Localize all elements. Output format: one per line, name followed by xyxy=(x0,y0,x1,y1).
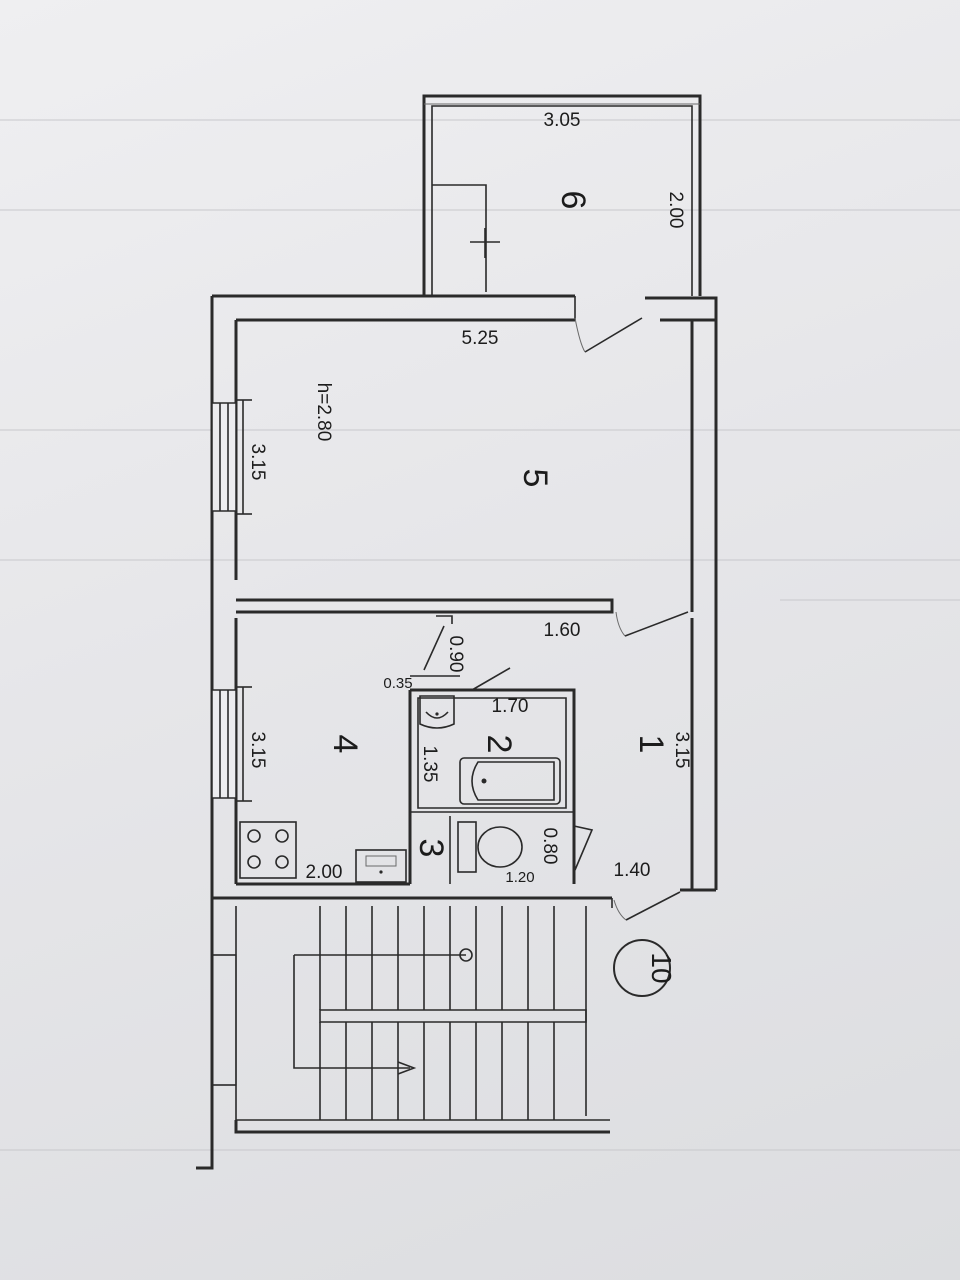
kitchen-number: 4 xyxy=(326,735,364,754)
hallway-length-label: 3.15 xyxy=(671,732,692,769)
kitchen-width-label: 3.15 xyxy=(247,732,268,769)
living-room-window xyxy=(211,399,252,515)
niche-depth-label: 0.35 xyxy=(383,675,412,692)
bathroom-number: 2 xyxy=(480,735,518,754)
kitchen-window xyxy=(211,686,252,802)
bathroom-sink xyxy=(419,695,455,729)
bathroom-length-label: 1.70 xyxy=(492,696,529,717)
balcony-depth-label: 2.00 xyxy=(665,192,686,229)
apartment-number-badge: 10 xyxy=(613,939,677,997)
bathroom-width-label: 1.35 xyxy=(419,746,440,783)
toilet-number: 3 xyxy=(412,839,450,858)
balcony-width-label: 3.05 xyxy=(544,110,581,131)
bathroom-door xyxy=(471,667,511,691)
paper-grid xyxy=(0,119,960,1151)
hallway-number: 1 xyxy=(632,735,670,754)
entrance-door xyxy=(611,891,681,921)
kitchen-length-label: 2.00 xyxy=(306,862,343,883)
toilet-bowl xyxy=(457,821,523,873)
balcony xyxy=(422,94,702,296)
ceiling-height-label: h=2.80 xyxy=(313,383,334,442)
niche-width-label: 0.90 xyxy=(445,636,466,673)
apartment-number: 10 xyxy=(646,952,677,983)
hallway-bottom-segment-label: 1.40 xyxy=(614,860,651,881)
staircase xyxy=(196,898,610,1170)
hallway-top-segment-label: 1.60 xyxy=(544,620,581,641)
niche-door xyxy=(423,615,453,671)
balcony-room-number: 6 xyxy=(554,191,592,210)
stair-treads-lower xyxy=(319,1022,555,1120)
gas-stove xyxy=(239,821,297,879)
living-room-width-label: 3.15 xyxy=(247,444,268,481)
stair-treads-upper xyxy=(319,906,555,1010)
kitchen-sink xyxy=(355,849,407,883)
toilet-door-label: 0.80 xyxy=(539,828,560,865)
living-room-length-label: 5.25 xyxy=(462,328,499,349)
balcony-door xyxy=(574,296,643,353)
toilet-length-label: 1.20 xyxy=(505,869,534,886)
living-room-door xyxy=(611,600,689,637)
toilet-door xyxy=(573,825,594,871)
bathtub xyxy=(459,757,561,805)
living-room-number: 5 xyxy=(516,469,554,488)
